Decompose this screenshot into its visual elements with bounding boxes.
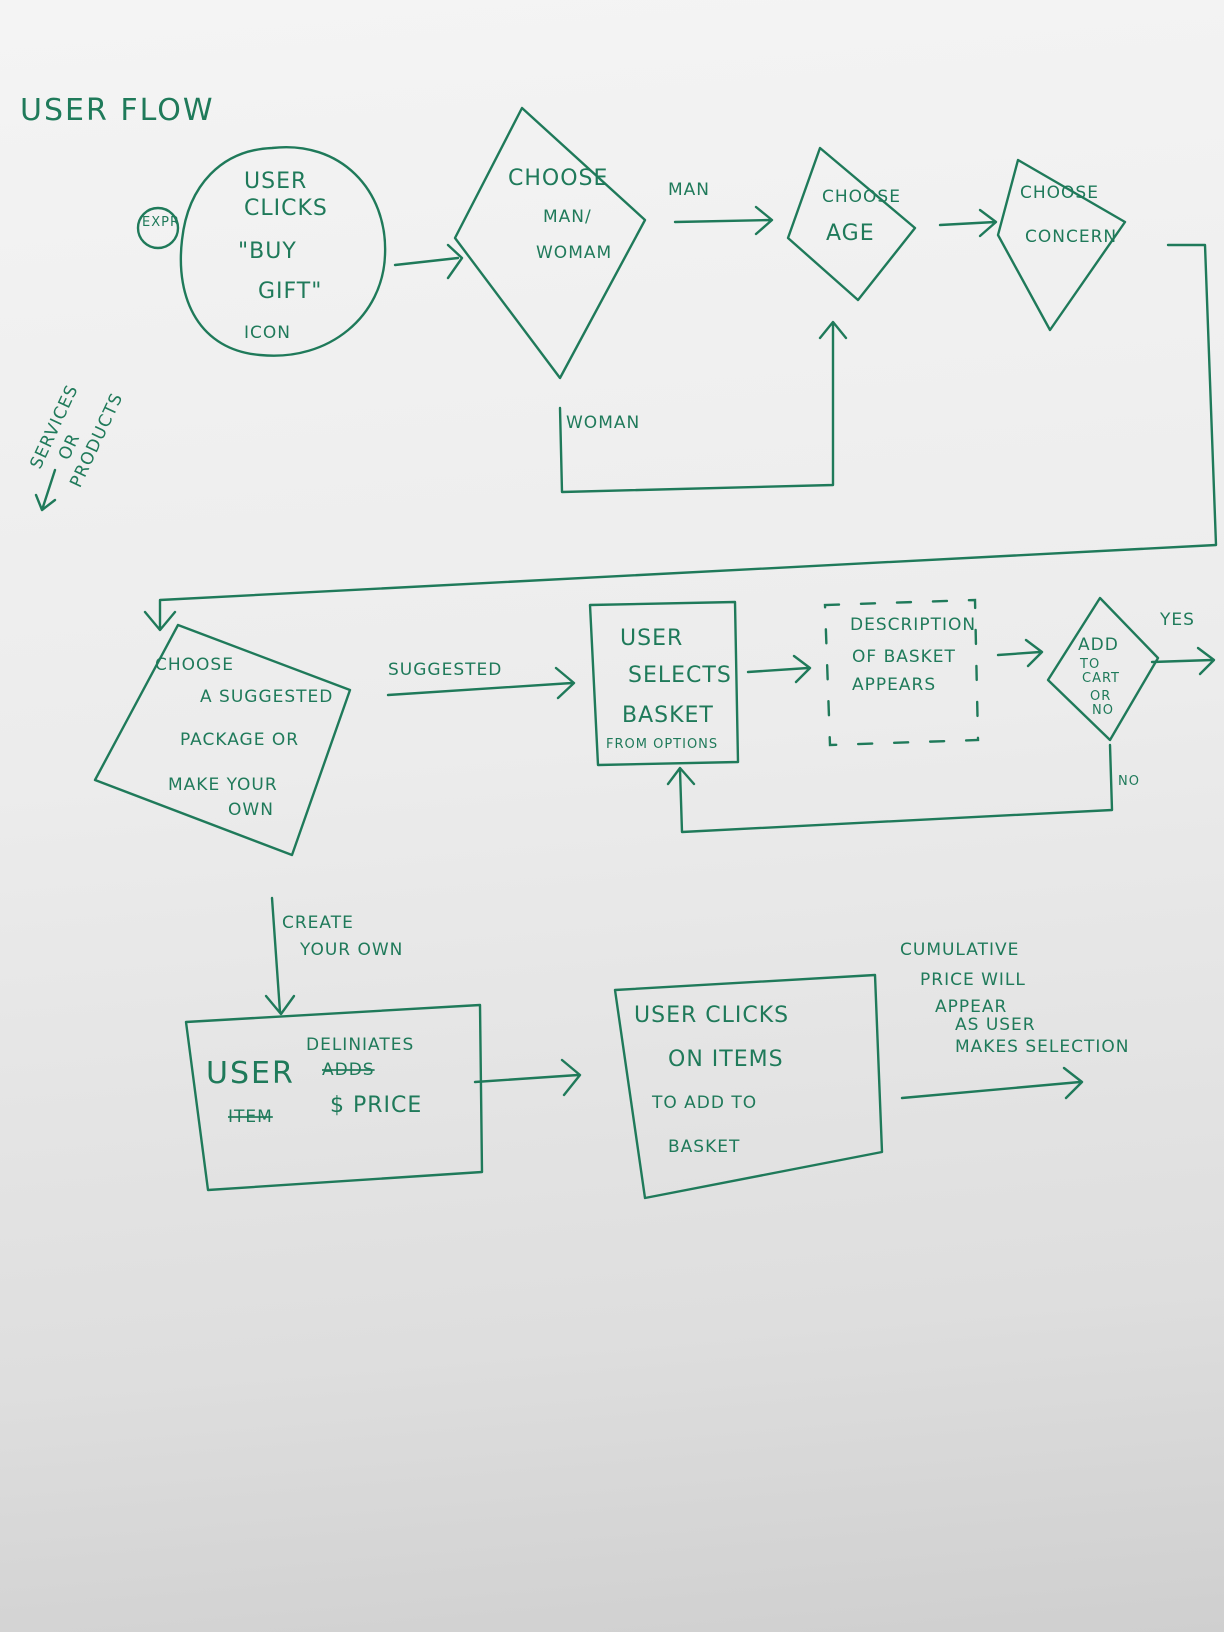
clicks-line-2: ON ITEMS bbox=[668, 1047, 784, 1072]
concern-line-2: CONCERN bbox=[1025, 227, 1117, 247]
arrow-age-to-concern bbox=[938, 208, 998, 238]
arrow-cart-no-loop bbox=[666, 743, 1114, 834]
delineates-line-3: DELINIATES bbox=[306, 1035, 414, 1055]
arrow-delineates-to-clicks bbox=[473, 1058, 582, 1097]
edge-label-yes: YES bbox=[1159, 610, 1195, 630]
annotation-line-2: PRICE WILL bbox=[920, 970, 1026, 990]
package-line-2: A SUGGESTED bbox=[200, 687, 333, 707]
node-choose-package: CHOOSE A SUGGESTED PACKAGE OR MAKE YOUR … bbox=[93, 623, 352, 857]
basket-line-2: SELECTS bbox=[628, 663, 732, 688]
diagram-title: USER FLOW bbox=[20, 93, 215, 128]
start-line-1: USER bbox=[244, 169, 307, 194]
edge-label-man: MAN bbox=[668, 180, 710, 200]
delineates-line-4: ITEM bbox=[228, 1107, 273, 1127]
package-line-3: PACKAGE OR bbox=[180, 730, 299, 750]
arrow-package-to-delineates bbox=[264, 896, 296, 1016]
gender-line-3: WOMAM bbox=[536, 243, 612, 263]
package-line-5: OWN bbox=[228, 800, 274, 820]
basket-line-4: FROM OPTIONS bbox=[606, 737, 718, 752]
node-user-delineates-price: USER ADDS DELINIATES ITEM $ PRICE bbox=[184, 1003, 484, 1192]
node-user-clicks-buy-gift: USER CLICKS "BUY GIFT" ICON bbox=[179, 145, 387, 357]
package-line-1: CHOOSE bbox=[155, 655, 234, 675]
start-line-2: CLICKS bbox=[244, 196, 328, 221]
clicks-line-1: USER CLICKS bbox=[634, 1003, 789, 1028]
node-add-to-cart: ADD TO CART OR NO bbox=[1046, 596, 1160, 742]
cart-line-3: CART bbox=[1082, 671, 1120, 686]
arrow-basket-to-description bbox=[746, 654, 812, 684]
arrow-annotation bbox=[900, 1066, 1084, 1100]
arrow-concern-to-package bbox=[143, 243, 1218, 632]
edge-label-no: NO bbox=[1118, 774, 1140, 789]
edge-label-your-own: YOUR OWN bbox=[299, 940, 403, 960]
concern-line-1: CHOOSE bbox=[1020, 183, 1099, 203]
node-user-clicks-items: USER CLICKS ON ITEMS TO ADD TO BASKET bbox=[613, 973, 884, 1200]
side-note: SERVICES OR PRODUCTS bbox=[26, 382, 127, 491]
arrow-start-to-gender bbox=[393, 243, 464, 280]
delineates-line-2: ADDS bbox=[322, 1060, 375, 1080]
annotation-line-5: MAKES SELECTION bbox=[955, 1037, 1130, 1057]
age-line-1: CHOOSE bbox=[822, 187, 901, 207]
arrow-gender-to-age-woman bbox=[558, 320, 848, 494]
clicks-line-3: TO ADD TO bbox=[651, 1093, 757, 1113]
annotation-line-4: AS USER bbox=[955, 1015, 1036, 1035]
edge-label-create: CREATE bbox=[282, 913, 354, 933]
annotation-line-3: APPEAR bbox=[935, 997, 1007, 1017]
arrow-package-to-basket bbox=[386, 666, 576, 700]
edge-label-woman: WOMAN bbox=[566, 413, 640, 433]
start-line-3: "BUY bbox=[238, 239, 297, 264]
annotation-line-1: CUMULATIVE bbox=[900, 940, 1019, 960]
node-description-appears: DESCRIPTION OF BASKET APPEARS bbox=[823, 598, 980, 747]
node-choose-concern: CHOOSE CONCERN bbox=[996, 158, 1127, 332]
basket-line-3: BASKET bbox=[622, 703, 714, 728]
description-line-2: OF BASKET bbox=[852, 647, 956, 667]
node-user-selects-basket: USER SELECTS BASKET FROM OPTIONS bbox=[588, 600, 740, 767]
node-choose-man-woman: CHOOSE MAN/ WOMAM bbox=[453, 106, 647, 380]
delineates-line-1: USER bbox=[206, 1056, 295, 1091]
annotation-cumulative-price: CUMULATIVE PRICE WILL APPEAR AS USER MAK… bbox=[900, 940, 1130, 1057]
small-circle: EXPR bbox=[136, 206, 180, 250]
start-line-4: GIFT" bbox=[258, 279, 322, 304]
description-line-3: APPEARS bbox=[852, 675, 936, 695]
side-note-arrow bbox=[34, 468, 57, 512]
description-line-1: DESCRIPTION bbox=[850, 615, 976, 635]
delineates-line-5: $ PRICE bbox=[330, 1093, 422, 1118]
clicks-line-4: BASKET bbox=[668, 1137, 740, 1157]
age-line-2: AGE bbox=[826, 221, 875, 246]
arrow-description-to-cart bbox=[996, 638, 1044, 668]
cart-line-4: OR bbox=[1090, 689, 1111, 704]
cart-line-5: NO bbox=[1092, 703, 1114, 718]
arrow-cart-yes bbox=[1150, 646, 1216, 676]
cart-line-1: ADD bbox=[1078, 635, 1119, 655]
node-choose-age: CHOOSE AGE bbox=[786, 146, 917, 302]
arrow-gender-to-age-man bbox=[673, 205, 774, 236]
package-line-4: MAKE YOUR bbox=[168, 775, 278, 795]
cart-line-2: TO bbox=[1079, 657, 1100, 672]
gender-line-2: MAN/ bbox=[543, 207, 592, 227]
gender-line-1: CHOOSE bbox=[508, 166, 608, 191]
small-circle-label: EXPR bbox=[142, 215, 180, 230]
edge-label-suggested: SUGGESTED bbox=[388, 660, 502, 680]
start-line-5: ICON bbox=[244, 323, 291, 343]
basket-line-1: USER bbox=[620, 626, 683, 651]
